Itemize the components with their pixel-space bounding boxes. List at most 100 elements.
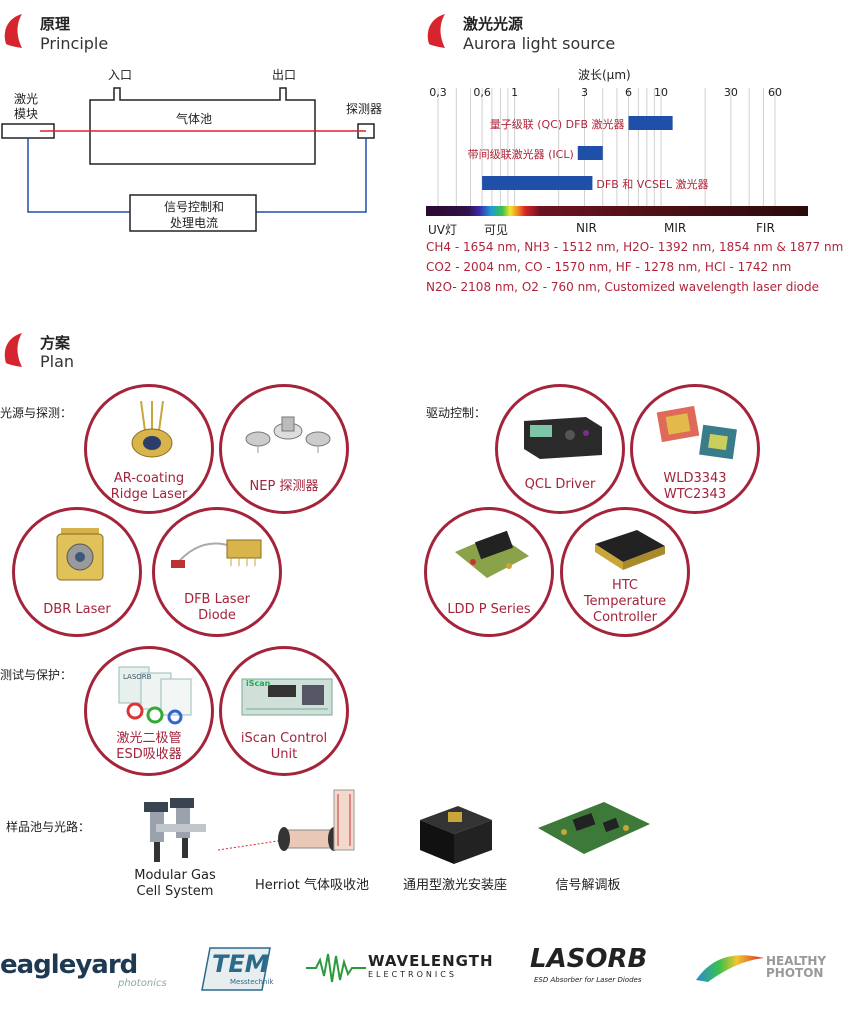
herriot-cell-image — [218, 789, 355, 851]
band-mir: MIR — [664, 221, 687, 235]
wavelength-tick-label: 60 — [768, 86, 782, 99]
principle-title-en: Principle — [40, 34, 109, 53]
tem-wordmark: TEM — [212, 950, 269, 978]
product-nep-detector[interactable]: NEP 探测器 — [219, 384, 349, 514]
gas-line-3: N2O- 2108 nm, O2 - 760 nm, Customized wa… — [426, 280, 819, 294]
circle-label: HTC Temperature Controller — [583, 578, 667, 625]
lasorb-wordmark: LASORB — [530, 944, 648, 974]
group-sample-path: 样品池与光路： — [6, 820, 91, 834]
demod-board-image — [538, 802, 650, 854]
wavelength-tick-label: 0,6 — [473, 86, 491, 99]
product-qcl-driver[interactable]: QCL Driver — [495, 384, 625, 514]
detector-icon — [245, 416, 331, 453]
htc-module-icon — [595, 530, 665, 570]
waveform-icon — [306, 953, 366, 983]
circle-label: DBR Laser — [43, 602, 111, 617]
product-dfb-laser-diode[interactable]: DFB Laser Diode — [152, 507, 282, 637]
lasorb-logo[interactable]: LASORB ESD Absorber for Laser Diodes — [530, 944, 660, 988]
band-uv: UV灯 — [428, 223, 457, 237]
inlet-label: 入口 — [108, 68, 133, 82]
wavelength-logo[interactable]: WAVELENGTH ELECTRONICS — [306, 948, 493, 988]
outlet-label: 出口 — [272, 68, 297, 82]
photon-wordmark: PHOTON — [766, 966, 824, 980]
section-leaf-icon — [4, 14, 22, 48]
laser-range-bar — [577, 146, 603, 160]
band-fir: FIR — [756, 221, 775, 235]
laser-range-bar — [628, 116, 673, 130]
gas-cell-label: 气体池 — [176, 112, 213, 126]
gas-cell-system-label: Modular Gas Cell System — [134, 868, 216, 899]
laser-range-label: 带间级联激光器 (ICL) — [467, 148, 574, 161]
rainbow-swoosh-icon — [696, 955, 764, 982]
band-nir: NIR — [576, 221, 597, 235]
herriot-cell-label: Herriot 气体吸收池 — [254, 878, 370, 893]
ldd-board-icon — [455, 530, 529, 578]
laser-mount-image — [420, 806, 492, 864]
wavelength-tick-label: 30 — [723, 86, 738, 99]
driver-unit-icon — [524, 417, 602, 459]
gas-line-1: CH4 - 1654 nm, NH3 - 1512 nm, H2O- 1392 … — [426, 240, 844, 254]
controller-chip-icon — [656, 405, 737, 460]
group-drive-control: 驱动控制： — [426, 406, 487, 420]
product-wld-wtc[interactable]: WLD3343 WTC2343 — [630, 384, 760, 514]
eagleyard-wordmark: eagleyard — [0, 950, 138, 980]
spectrum-chart — [426, 88, 808, 216]
wavelength-tick-label: 6 — [625, 86, 633, 99]
circle-label: 激光二极管 ESD吸收器 — [116, 731, 182, 762]
product-dbr-laser[interactable]: DBR Laser — [12, 507, 142, 637]
demod-board-label: 信号解调板 — [555, 878, 621, 893]
eagleyard-sub: photonics — [118, 978, 167, 989]
wavelength-tick-label: 1 — [511, 86, 519, 99]
tem-logo[interactable]: TEM Messtechnik — [200, 946, 274, 992]
circle-label: WLD3343 WTC2343 — [663, 471, 727, 502]
iscan-rack-icon — [241, 678, 333, 716]
fiber-laser-icon — [171, 539, 262, 568]
laser-range-label: DFB 和 VCSEL 激光器 — [596, 178, 709, 191]
gas-line-2: CO2 - 2004 nm, CO - 1570 nm, HF - 1278 n… — [426, 260, 792, 274]
lasorb-sub: ESD Absorber for Laser Diodes — [534, 976, 642, 984]
esd-absorber-icon — [118, 666, 192, 725]
source-title-en: Aurora light source — [463, 34, 616, 53]
tem-badge — [201, 947, 271, 991]
circle-label: AR-coating Ridge Laser — [110, 471, 188, 502]
laser-range-bar — [482, 176, 593, 190]
product-htc-controller[interactable]: HTC Temperature Controller — [560, 507, 690, 637]
circle-label: QCL Driver — [524, 477, 596, 492]
wavelength-tick-label: 3 — [580, 86, 588, 99]
wavelength-axis-label: 波长(μm) — [578, 68, 631, 82]
group-source-detect: 光源与探测： — [0, 406, 73, 420]
healthy-photon-logo[interactable]: HEALTHY PHOTON — [694, 950, 850, 986]
signal-box-label: 信号控制和 处理电流 — [163, 200, 224, 230]
source-title-zh: 激光光源 — [463, 15, 524, 33]
gas-cell-system-image — [144, 798, 206, 862]
principle-diagram — [1, 87, 375, 232]
wavelength-tick-label: 10 — [654, 86, 669, 99]
laser-module-label: 激光 模块 — [14, 92, 39, 121]
plan-title-en: Plan — [40, 352, 75, 371]
principle-title-zh: 原理 — [40, 15, 71, 33]
lasorb-tag: LASORB — [123, 673, 152, 681]
tem-sub: Messtechnik — [230, 978, 274, 986]
wavelength-wordmark: WAVELENGTH — [368, 952, 494, 970]
product-iscan-unit[interactable]: iScan iScan Control Unit — [219, 646, 349, 776]
laser-mount-label: 通用型激光安装座 — [402, 878, 507, 893]
plan-title-zh: 方案 — [40, 334, 71, 352]
laser-range-label: 量子级联 (QC) DFB 激光器 — [489, 118, 625, 131]
spectrum-band — [426, 206, 808, 216]
eagleyard-logo[interactable]: eagleyard photonics — [0, 950, 167, 989]
product-ldd-p-series[interactable]: LDD P Series — [424, 507, 554, 637]
detector-label: 探测器 — [346, 102, 383, 116]
circle-label: NEP 探测器 — [249, 479, 319, 494]
healthy-wordmark: HEALTHY — [766, 954, 827, 968]
butterfly-laser-icon — [56, 528, 104, 581]
group-test-protect: 测试与保护： — [0, 668, 73, 682]
iscan-tag: iScan — [246, 679, 271, 688]
section-leaf-icon — [427, 14, 445, 48]
circle-label: LDD P Series — [447, 602, 531, 617]
product-ar-coating-laser[interactable]: AR-coating Ridge Laser — [84, 384, 214, 514]
circle-label: DFB Laser Diode — [184, 592, 250, 623]
wavelength-tick-label: 0,3 — [429, 86, 447, 99]
circle-label: iScan Control Unit — [240, 731, 328, 762]
product-esd-absorber[interactable]: LASORB 激光二极管 ESD吸收器 — [84, 646, 214, 776]
band-visible: 可见 — [484, 223, 509, 237]
